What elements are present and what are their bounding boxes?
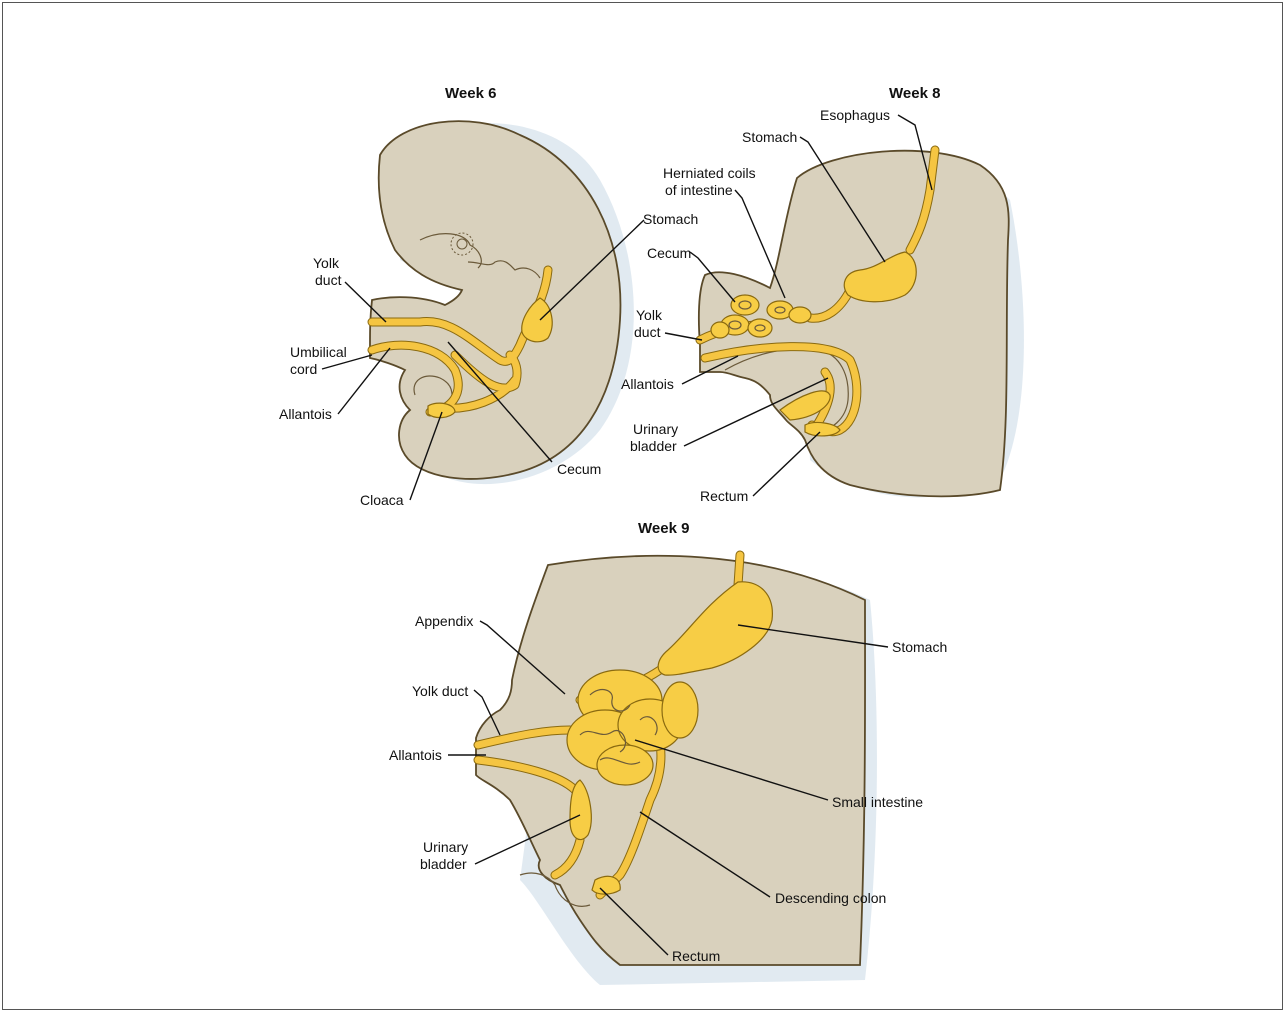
label-appendix-w9: Appendix [415,613,473,629]
week8-panel: Week 8 Esophagus Stomach Herniated coils… [621,85,1024,504]
label-small-intestine-w9: Small intestine [832,794,923,810]
week6-cloaca [428,403,455,418]
label-urinary-bladder-w9-line2: bladder [420,856,467,872]
label-urinary-bladder-w8-line2: bladder [630,438,677,454]
label-stomach-w6: Stomach [643,211,698,227]
week9-rectum [592,876,620,894]
label-rectum-w8: Rectum [700,488,748,504]
week8-title: Week 8 [889,85,940,102]
label-descending-colon-w9: Descending colon [775,890,886,906]
leader-rectum-w8 [753,432,820,496]
label-yolk-duct-w9: Yolk duct [412,683,468,699]
label-urinary-bladder-w8-line1: Urinary [633,421,678,437]
week6-title: Week 6 [445,85,496,102]
label-cecum-w6: Cecum [557,461,601,477]
week9-panel: Week 9 Appendix Yolk duct Allantois Urin… [389,520,947,985]
label-allantois-w6: Allantois [279,406,332,422]
label-herniated-coils-w8-line2: of intestine [665,182,733,198]
label-stomach-w9: Stomach [892,639,947,655]
label-allantois-w8: Allantois [621,376,674,392]
label-urinary-bladder-w9-line1: Urinary [423,839,468,855]
label-yolk-duct-w6-line1: Yolk [313,255,340,271]
label-yolk-duct-w6-line2: duct [315,272,342,288]
leader-yolk-duct-w8 [665,333,702,340]
label-umbilical-cord-w6-line1: Umbilical [290,344,347,360]
label-umbilical-cord-w6-line2: cord [290,361,317,377]
label-cecum-w8: Cecum [647,245,691,261]
label-yolk-duct-w8-line1: Yolk [636,307,663,323]
week9-title: Week 9 [638,520,689,537]
label-herniated-coils-w8-line1: Herniated coils [663,165,756,181]
label-rectum-w9: Rectum [672,948,720,964]
label-stomach-w8: Stomach [742,129,797,145]
label-allantois-w9: Allantois [389,747,442,763]
label-esophagus-w8: Esophagus [820,107,890,123]
label-cloaca-w6: Cloaca [360,492,404,508]
label-yolk-duct-w8-line2: duct [634,324,661,340]
